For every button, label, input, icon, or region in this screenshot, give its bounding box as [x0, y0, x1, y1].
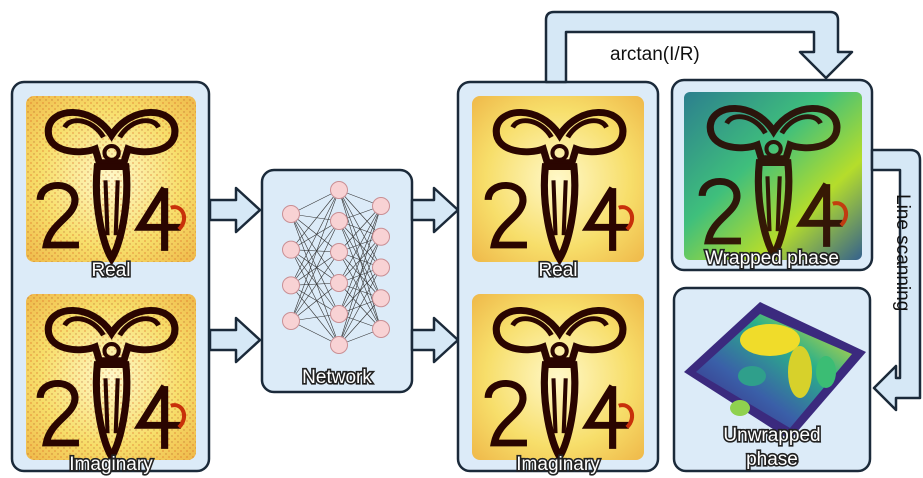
output-real-image	[472, 96, 644, 262]
network-node	[282, 276, 300, 295]
unwrapped-phase-surface	[684, 302, 866, 440]
arrow-imaginary-to-network	[208, 316, 262, 364]
network-edge	[290, 249, 340, 346]
network-node	[330, 305, 348, 323]
network-node	[330, 212, 348, 230]
input-real-image	[26, 96, 196, 262]
wrapped-phase-image	[684, 92, 862, 260]
network-nodes	[282, 181, 390, 354]
network-edges	[290, 189, 382, 346]
network-edge	[290, 213, 340, 315]
unwrapped-phase-label-line1: Unwrapped	[723, 425, 820, 446]
arctan-label: arctan(I/R)	[610, 44, 700, 65]
network-edge	[290, 220, 340, 250]
network-label: Network	[302, 367, 372, 388]
network-node	[372, 320, 390, 338]
network-node	[330, 336, 348, 354]
arrow-network-to-imaginary	[410, 316, 460, 364]
network-node	[372, 197, 390, 215]
network-edge	[290, 189, 340, 250]
arrow-network-to-real	[410, 186, 460, 234]
output-real-label: Real	[538, 260, 577, 281]
network-edge	[290, 189, 340, 322]
network-node	[372, 258, 390, 277]
input-real-label: Real	[91, 260, 130, 281]
unwrapped-phase-label-line2: phase	[746, 449, 798, 470]
network-edge	[290, 251, 340, 286]
output-imaginary-label: Imaginary	[516, 454, 600, 475]
output-imaginary-image	[472, 294, 644, 460]
input-imaginary-image	[26, 294, 196, 460]
network-edge	[338, 205, 382, 253]
network-edge	[290, 285, 340, 315]
network-node	[282, 312, 300, 330]
network-edge	[290, 285, 340, 346]
network-edge	[338, 298, 382, 346]
network-edge	[338, 236, 382, 346]
line-scanning-arrow	[870, 148, 922, 412]
network-edge	[290, 249, 340, 315]
input-imaginary-label: Imaginary	[69, 454, 153, 475]
wrapped-phase-label: Wrapped phase	[705, 248, 839, 269]
network-edge	[290, 213, 340, 284]
network-edge	[338, 205, 382, 315]
network-edge	[290, 213, 340, 346]
arrow-real-to-network	[208, 186, 262, 234]
network-edge	[290, 213, 340, 253]
network-node	[282, 240, 300, 259]
network-edge	[338, 267, 382, 346]
network-edge	[338, 205, 382, 284]
network-edge	[290, 220, 340, 286]
network-edge	[290, 220, 340, 322]
network-edge	[290, 251, 340, 322]
network-edge	[290, 189, 340, 286]
network-node	[282, 205, 300, 223]
network-node	[330, 181, 348, 199]
arctan-arrow	[544, 10, 854, 84]
network-node	[372, 227, 390, 246]
line-scanning-label: Line scanning	[892, 194, 913, 311]
network-edge	[290, 282, 340, 322]
network-edge	[290, 249, 340, 284]
network-node	[372, 289, 390, 308]
network-node	[330, 243, 348, 261]
network-edge	[338, 205, 382, 346]
network-node	[330, 274, 348, 292]
